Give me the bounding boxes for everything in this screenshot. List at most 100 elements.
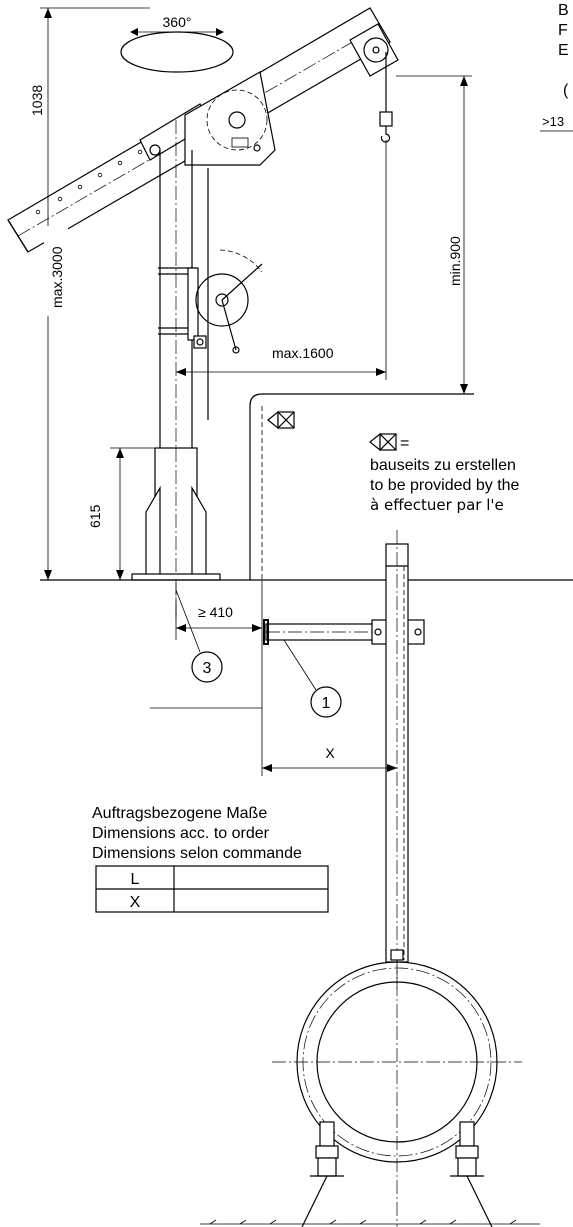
callout-1-leader (283, 639, 317, 691)
winch-brake (193, 335, 207, 349)
dim-label-max3000: max.3000 (49, 246, 65, 308)
winch-lever (221, 299, 237, 351)
order-table: Auftragsbezogene Maße Dimensions acc. to… (92, 805, 329, 913)
title-fragment-paren: ( (563, 82, 569, 99)
housing-label-plate (231, 137, 249, 148)
pulley-wheel (363, 37, 389, 63)
housing-bolt (253, 144, 261, 152)
dim-label-min900: min.900 (447, 236, 463, 286)
arrow (376, 368, 386, 376)
arrow (44, 8, 52, 18)
order-title-en: Dimensions acc. to order (92, 825, 270, 842)
dimension-x: X (262, 745, 397, 772)
rotation-symbol: 360° (120, 12, 234, 73)
rotation-label: 360° (163, 14, 192, 30)
hole (77, 184, 83, 190)
callout-1: 1 (283, 639, 342, 718)
clamp-bolt-left (374, 628, 382, 636)
symbol-cross-b (277, 411, 295, 429)
jib-arm-end (7, 219, 29, 253)
callout-3-number: 3 (203, 660, 212, 677)
support-brackets (301, 1121, 493, 1227)
rotation-label-bg (150, 12, 204, 30)
arrow (116, 448, 124, 458)
dim-label-1038: 1038 (29, 85, 45, 116)
jib-holes (35, 149, 143, 215)
winch-housing (184, 71, 276, 166)
callout-3-leader (175, 589, 201, 653)
base-gusset-left (145, 485, 161, 574)
drum-outline (206, 89, 268, 151)
legend-equals: = (400, 435, 409, 452)
arrow (176, 368, 186, 376)
brake-dot (196, 338, 204, 346)
drum-hub (228, 111, 246, 129)
hook (380, 126, 391, 143)
dim-label-615: 615 (87, 504, 103, 528)
side-arm-flange (263, 619, 269, 645)
dimension-max1600: max.1600 (176, 140, 387, 380)
symbol-triangle (267, 410, 279, 430)
dimension-min900: min.900 (396, 75, 472, 394)
callout-3: 3 (175, 589, 223, 683)
section-wall (150, 580, 263, 776)
arrow (44, 570, 52, 580)
bracket-left-clamp (315, 1145, 339, 1159)
title-fragment-e: E (558, 42, 569, 59)
dim-label-x: X (325, 745, 335, 761)
callout-1-number: 1 (322, 695, 331, 712)
legend: = bauseits zu erstellen to be provided b… (369, 432, 520, 514)
winch-drum (195, 273, 249, 327)
rotation-arrow-left (130, 28, 138, 36)
rotation-arrow-right (216, 28, 224, 36)
base-plate (131, 573, 221, 581)
arrow (116, 570, 124, 580)
bracket-right-base (457, 1157, 477, 1177)
winch-swing-arc (219, 249, 263, 273)
provided-symbol (267, 410, 295, 430)
arrow (262, 764, 272, 772)
ground-hatch-marks (209, 1219, 517, 1225)
bracket-left-top (319, 1121, 335, 1147)
legend-symbol-triangle (369, 432, 381, 452)
order-title-de: Auftragsbezogene Maße (92, 805, 267, 822)
arrow (252, 624, 262, 632)
dimension-615: 615 (87, 447, 160, 580)
arrow (176, 624, 186, 632)
title-fragment-f: F (558, 22, 568, 39)
ring-section (272, 960, 522, 1227)
leg-left (301, 1175, 328, 1227)
rotation-ellipse (120, 31, 234, 73)
title-fragment-b: B (558, 2, 569, 19)
dimension-1038: 1038 max.3000 (29, 7, 150, 580)
post-foot (390, 949, 404, 961)
hole (35, 209, 41, 215)
arrow (387, 764, 397, 772)
title-fragment-note: >13 (542, 114, 564, 129)
base (40, 447, 573, 620)
legend-cross-b (379, 433, 397, 451)
dim-label-410: ≥ 410 (198, 604, 233, 620)
hole (97, 172, 103, 178)
winch-bracket (187, 267, 199, 341)
base-gusset-right (191, 485, 207, 574)
legend-text-en: to be provided by the (370, 477, 520, 494)
arrow (460, 76, 468, 86)
ground-hatch (200, 1219, 540, 1225)
bracket-right-clamp (455, 1145, 479, 1159)
callout-3-circle (191, 651, 223, 683)
head-pulley (349, 23, 399, 143)
clamp-bolt-right (414, 628, 422, 636)
order-row-l-key: L (131, 871, 140, 888)
order-row-x-key: X (130, 894, 141, 911)
label-bg (44, 226, 68, 316)
vertical-post (385, 530, 409, 990)
order-title-fr: Dimensions selon commande (92, 845, 302, 862)
winch-hub (215, 293, 229, 307)
lever-knob (232, 346, 240, 354)
dim-label-max1600: max.1600 (272, 345, 334, 361)
dimension-410: ≥ 410 (175, 600, 262, 640)
hole (117, 160, 123, 166)
hole (137, 149, 143, 155)
